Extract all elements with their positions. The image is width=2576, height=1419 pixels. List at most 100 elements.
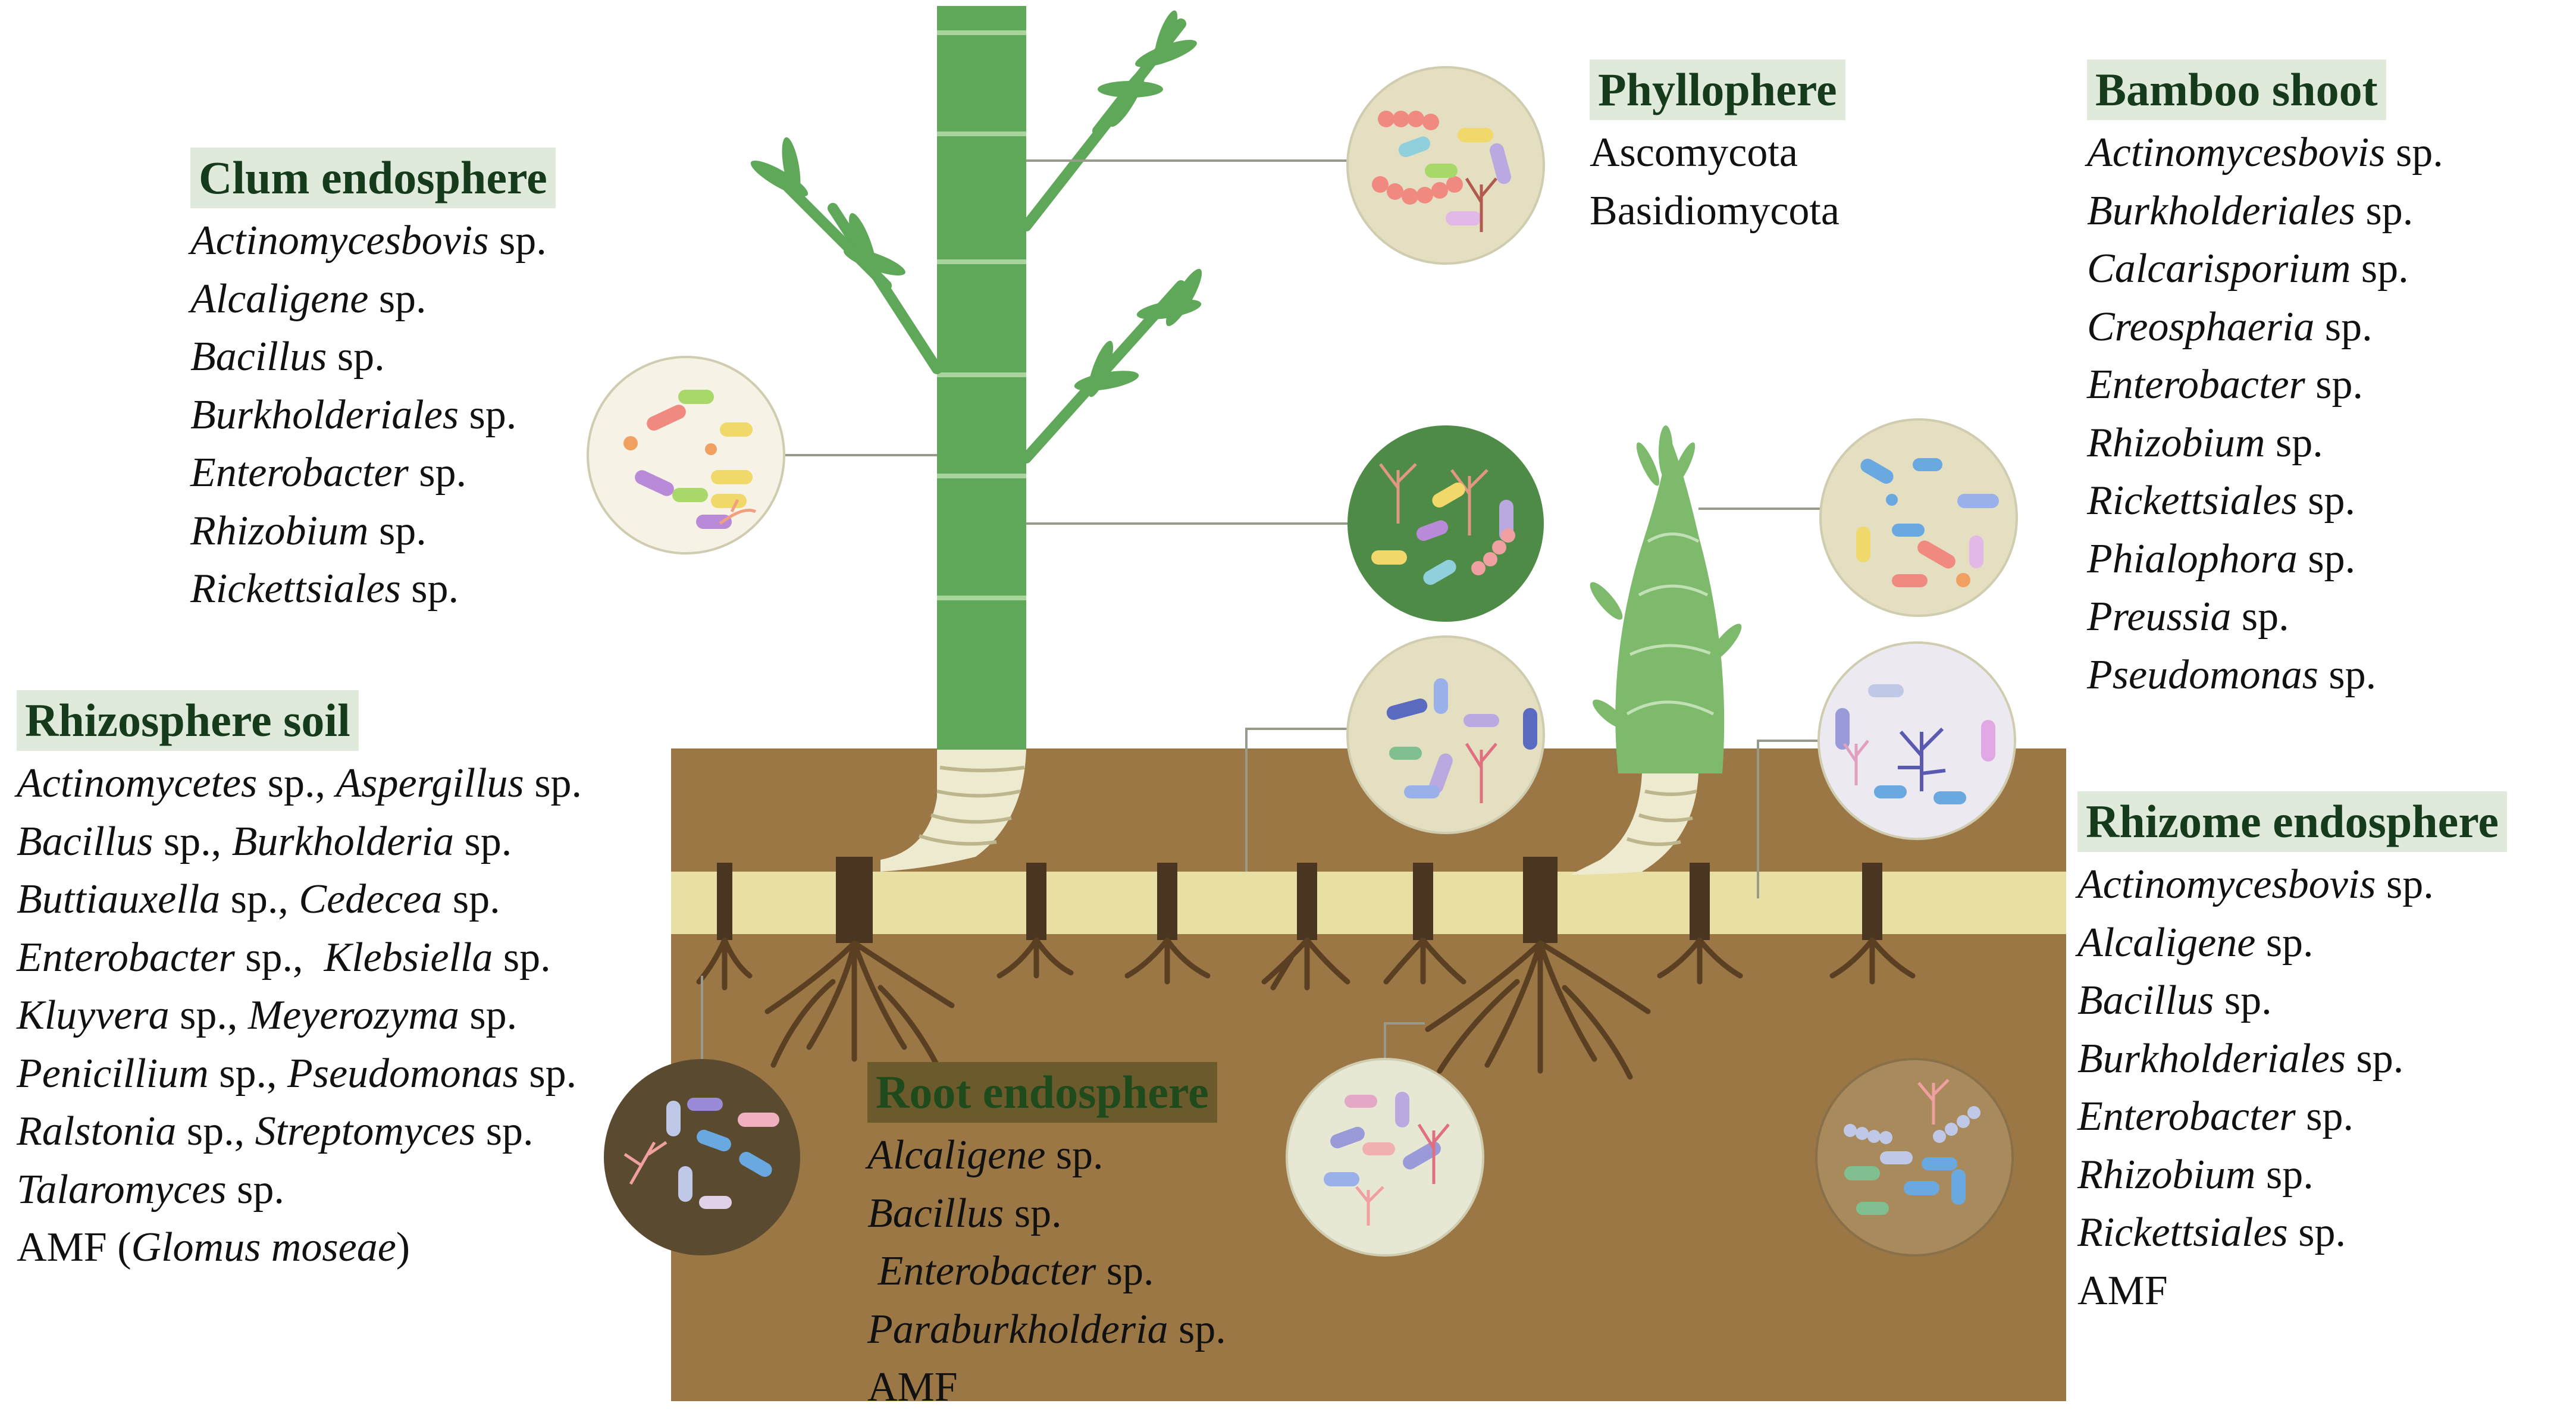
culm-base: [880, 748, 1026, 872]
group-title: Bamboo shoot: [2087, 59, 2386, 120]
taxon-name: Paraburkholderia: [867, 1306, 1168, 1352]
taxon-text: sp.: [1045, 1132, 1104, 1178]
taxon-name: Rhizobium: [190, 508, 369, 554]
roots: [696, 937, 1916, 1080]
taxon-text: sp.,: [169, 992, 248, 1038]
taxa-list: Actinomycetes sp., Aspergillus sp.Bacill…: [17, 754, 582, 1277]
taxon-name: Aspergillus: [336, 760, 524, 806]
taxon-text: sp.: [400, 566, 459, 612]
group-title: Root endosphere: [867, 1062, 1217, 1123]
taxon-name: Alcaligene: [2077, 919, 2256, 966]
taxon-name: Enterobacter: [2077, 1094, 2296, 1139]
taxon-text: sp.: [524, 760, 582, 806]
taxon-entry: Talaromyces sp.: [17, 1161, 582, 1219]
taxon-text: sp.,: [220, 876, 299, 922]
taxon-text: sp.: [2214, 978, 2272, 1023]
taxon-name: Rickettsiales: [190, 566, 401, 612]
taxon-name: Burkholderiales: [2077, 1035, 2346, 1082]
taxon-name: Rickettsiales: [2077, 1210, 2288, 1255]
taxon-entry: Bacillus sp.: [867, 1185, 1226, 1243]
taxon-text: sp.: [2255, 919, 2314, 966]
taxon-name: Creosphaeria: [2087, 303, 2315, 350]
taxon-entry: Creosphaeria sp.: [2087, 298, 2443, 356]
taxon-text: sp.: [2376, 862, 2434, 907]
taxon-entry: Paraburkholderia sp.: [867, 1301, 1226, 1359]
taxon-text: sp.: [2355, 187, 2414, 234]
taxon-name: Bacillus: [2077, 978, 2214, 1023]
microbe-bubble-rhizosphere: [604, 1059, 800, 1255]
taxon-entry: Rickettsiales sp.: [190, 560, 556, 618]
taxon-name: Streptomyces: [255, 1108, 476, 1154]
group-clum-endosphere: Clum endosphere Actinomycesbovis sp.Alca…: [190, 148, 556, 618]
taxon-text: sp.: [2385, 130, 2443, 176]
taxon-name: Enterobacter: [17, 934, 235, 981]
taxon-name: Phialophora: [2087, 535, 2298, 582]
taxa-list: Alcaligene sp.Bacillus sp. Enterobacter …: [867, 1126, 1226, 1417]
microbe-bubble-soil-shoot: [1817, 641, 2016, 840]
taxon-name: Rickettsiales: [2087, 478, 2298, 524]
taxon-name: Actinomycesbovis: [190, 218, 489, 264]
taxon-text: Ascomycota: [1590, 130, 1798, 176]
taxon-name: Ralstonia: [17, 1108, 177, 1154]
taxon-text: sp.,: [153, 818, 232, 864]
taxon-name: Actinomycesbovis: [2077, 862, 2376, 907]
culm: [937, 6, 1026, 750]
taxon-name: Klebsiella: [324, 934, 493, 981]
microbe-bubble-phyllosphere: [1346, 66, 1545, 265]
taxon-entry: Actinomycesbovis sp.: [2077, 856, 2507, 914]
taxon-text: [867, 1248, 878, 1294]
taxon-entry: Burkholderiales sp.: [190, 386, 556, 444]
taxon-text: sp.: [1096, 1248, 1154, 1294]
taxon-text: sp.: [2305, 362, 2363, 408]
taxon-entry: Burkholderiales sp.: [2077, 1030, 2507, 1088]
taxon-entry: Rhizobium sp.: [2087, 414, 2443, 472]
connector-lines: [701, 159, 1820, 1059]
taxon-name: Enterobacter: [878, 1248, 1096, 1294]
taxon-name: Buttiauxella: [17, 876, 221, 922]
taxon-text: sp.: [327, 334, 385, 380]
taxon-text: sp.: [2287, 1210, 2346, 1255]
taxon-name: Pseudomonas: [2087, 651, 2318, 698]
taxon-text: sp.: [368, 508, 427, 554]
taxon-name: Alcaligene: [867, 1132, 1046, 1178]
taxon-text: sp.: [2351, 246, 2409, 292]
taxon-entry: Enterobacter sp.: [2087, 356, 2443, 414]
rhizome-nodes: [717, 857, 1882, 943]
taxon-name: Glomus moseae: [131, 1224, 396, 1270]
taxon-text: sp.: [2297, 535, 2356, 582]
taxon-name: Penicillium: [17, 1050, 209, 1097]
taxon-text: sp.: [518, 1050, 577, 1097]
microbe-bubble-culm-inner: [1347, 425, 1544, 622]
taxon-entry: Kluyvera sp., Meyerozyma sp.: [17, 986, 582, 1045]
microbe-bubble-rhizome: [1815, 1058, 2014, 1257]
taxon-entry: AMF (Glomus moseae): [17, 1218, 582, 1277]
taxa-list: Actinomycesbovis sp.Alcaligene sp.Bacill…: [2077, 856, 2507, 1320]
taxon-entry: Alcaligene sp.: [190, 270, 556, 328]
taxon-text: sp.: [459, 391, 517, 438]
taxon-entry: AMF: [867, 1358, 1226, 1417]
taxon-text: sp.: [2314, 303, 2373, 350]
taxon-entry: Phialophora sp.: [2087, 530, 2443, 588]
taxon-name: Calcarisporium: [2087, 246, 2351, 292]
taxon-entry: Alcaligene sp.: [867, 1126, 1226, 1185]
group-title: Rhizosphere soil: [17, 690, 359, 751]
taxon-text: sp.: [1004, 1190, 1062, 1236]
taxon-entry: Buttiauxella sp., Cedecea sp.: [17, 870, 582, 929]
taxon-text: sp.,: [176, 1108, 255, 1154]
taxon-name: Burkholderia: [231, 818, 454, 864]
taxon-entry: Actinomycesbovis sp.: [190, 212, 556, 270]
taxon-text: sp.: [459, 992, 518, 1038]
taxon-name: Burkholderiales: [2087, 187, 2356, 234]
taxon-name: Bacillus: [867, 1190, 1004, 1236]
taxon-text: sp.: [475, 1108, 534, 1154]
microbe-bubble-culm: [587, 356, 785, 555]
taxon-name: Kluyvera: [17, 992, 170, 1038]
microbe-bubble-soil-culm: [1346, 635, 1545, 834]
group-bamboo-shoot: Bamboo shoot Actinomycesbovis sp.Burkhol…: [2087, 59, 2443, 704]
taxon-name: Actinomycetes: [17, 760, 258, 806]
taxon-entry: Bacillus sp.: [190, 328, 556, 386]
taxon-text: Basidiomycota: [1590, 187, 1839, 234]
taxon-text: sp.,: [257, 760, 336, 806]
taxon-text: sp.,: [234, 934, 324, 981]
